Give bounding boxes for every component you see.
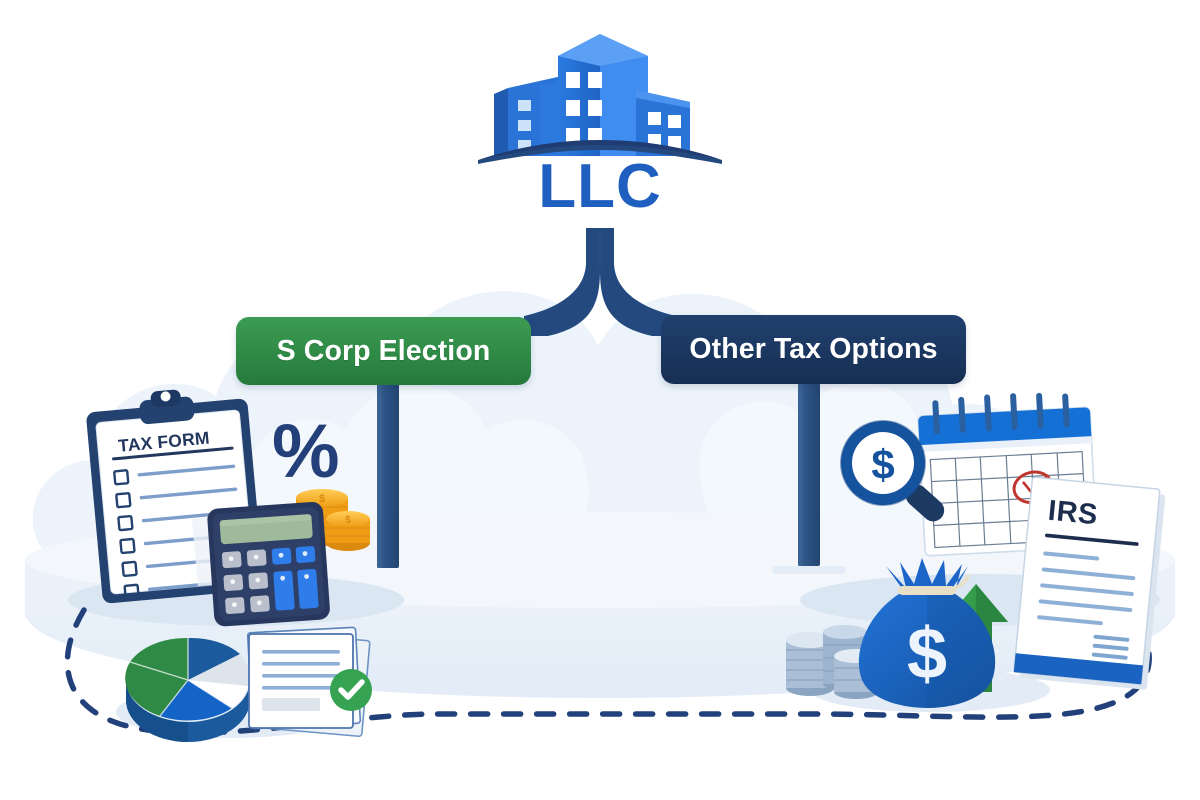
document-stack: [246, 626, 372, 738]
svg-text:$: $: [871, 441, 894, 488]
irs-document: [1013, 476, 1166, 690]
fork-connector: [524, 228, 676, 336]
pie-slice: [160, 680, 232, 721]
ground-accent: [772, 566, 846, 574]
coin-stacks: [786, 625, 878, 699]
svg-text:$: $: [907, 614, 947, 694]
check-circle-icon: [330, 669, 372, 711]
pie-chart: [125, 637, 250, 742]
magnifier-dollar-icon: $: [840, 420, 945, 522]
percent-symbol-icon: %: [272, 409, 340, 494]
sign-other-tax-options[interactable]: Other Tax Options: [661, 315, 966, 384]
irs-document-title: IRS: [1046, 494, 1100, 532]
pie-slice: [188, 637, 240, 680]
office-building-icon: [478, 34, 722, 164]
calendar-rings: [932, 392, 1070, 435]
sign-right-label: Other Tax Options: [689, 333, 938, 366]
sign-left-label: S Corp Election: [276, 334, 491, 367]
signpost-right: [798, 383, 820, 566]
money-bag-icon: $: [858, 558, 996, 708]
pie-slice: [130, 637, 188, 680]
svg-text:$: $: [319, 493, 325, 505]
calculator: [207, 501, 330, 627]
svg-text:$: $: [345, 515, 351, 526]
signpost-left: [377, 384, 399, 568]
sign-s-corp-election[interactable]: S Corp Election: [236, 317, 531, 385]
pie-slice: [188, 654, 250, 686]
llc-label: LLC: [538, 152, 662, 221]
pie-slice: [188, 680, 248, 708]
